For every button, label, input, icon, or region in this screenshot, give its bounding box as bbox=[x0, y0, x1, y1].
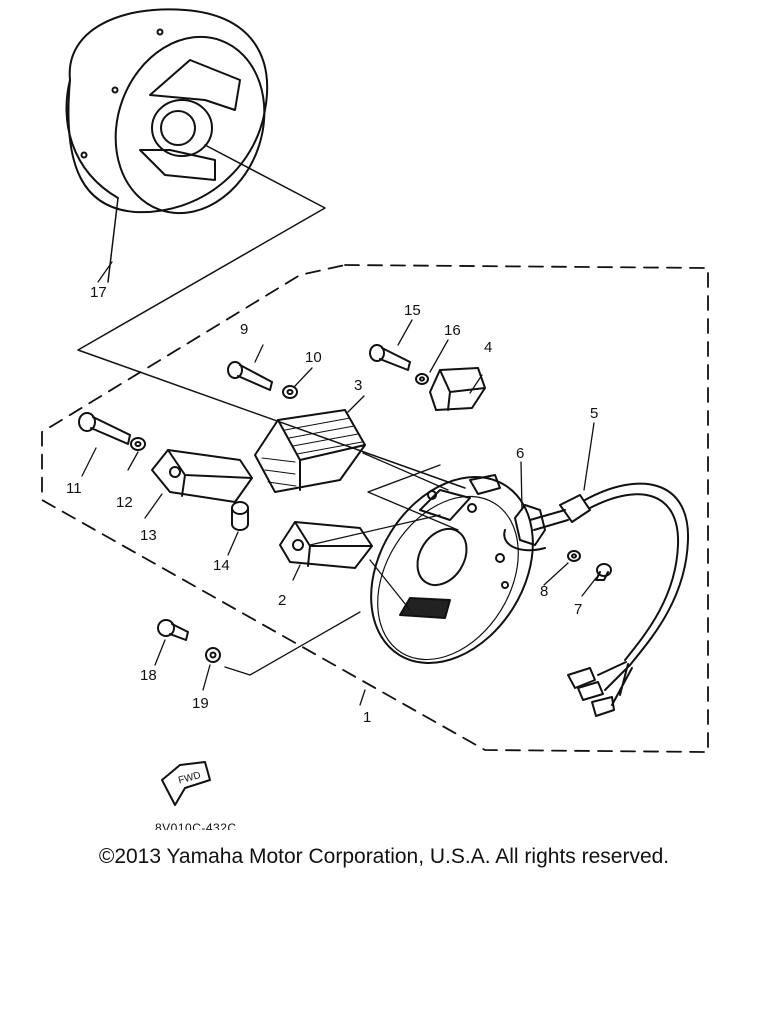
part-label-19: 19 bbox=[192, 695, 209, 712]
washer-12 bbox=[130, 437, 146, 451]
screw-15 bbox=[369, 344, 411, 371]
flywheel-rotor bbox=[65, 8, 269, 215]
part-label-10: 10 bbox=[305, 349, 322, 366]
part-label-4: 4 bbox=[484, 339, 492, 356]
part-label-5: 5 bbox=[590, 405, 598, 422]
part-label-11: 11 bbox=[66, 480, 82, 497]
washer-19 bbox=[205, 647, 221, 663]
leader-lines bbox=[81, 261, 597, 706]
part-label-12: 12 bbox=[116, 494, 133, 511]
part-label-18: 18 bbox=[140, 667, 157, 684]
drawing-code: 8V010C-432C bbox=[155, 821, 237, 830]
part-label-14: 14 bbox=[213, 557, 230, 574]
fwd-arrow-icon bbox=[161, 761, 211, 806]
screw-7 bbox=[595, 563, 612, 581]
washer-16 bbox=[415, 373, 429, 385]
assembly-outline bbox=[41, 264, 709, 753]
part-label-9: 9 bbox=[240, 321, 248, 338]
washer-10 bbox=[282, 385, 298, 399]
washer-8 bbox=[567, 550, 581, 562]
part-label-13: 13 bbox=[140, 527, 157, 544]
screw-11 bbox=[78, 412, 131, 445]
part-label-8: 8 bbox=[540, 583, 548, 600]
screw-18 bbox=[157, 619, 189, 641]
part-label-7: 7 bbox=[574, 601, 582, 618]
exploded-parts-diagram: 1 2 3 4 5 6 7 8 9 10 11 12 13 14 15 16 1… bbox=[41, 8, 709, 830]
collar-14 bbox=[231, 501, 249, 531]
copyright-notice: ©2013 Yamaha Motor Corporation, U.S.A. A… bbox=[98, 845, 670, 868]
part-label-1: 1 bbox=[363, 709, 371, 726]
pulser-coil bbox=[429, 367, 486, 411]
screw-9 bbox=[227, 361, 273, 391]
source-coil-13 bbox=[151, 449, 253, 503]
stator-base-plate bbox=[370, 474, 534, 664]
wire-clamp-6 bbox=[503, 504, 546, 552]
part-label-17: 17 bbox=[90, 284, 107, 301]
part-label-15: 15 bbox=[404, 302, 421, 319]
wire-harness-5 bbox=[529, 482, 690, 717]
part-label-16: 16 bbox=[444, 322, 461, 339]
charge-coil bbox=[254, 409, 366, 493]
lighting-coil-2 bbox=[279, 521, 373, 569]
part-label-6: 6 bbox=[516, 445, 524, 462]
part-label-3: 3 bbox=[354, 377, 362, 394]
part-label-2: 2 bbox=[278, 592, 286, 609]
